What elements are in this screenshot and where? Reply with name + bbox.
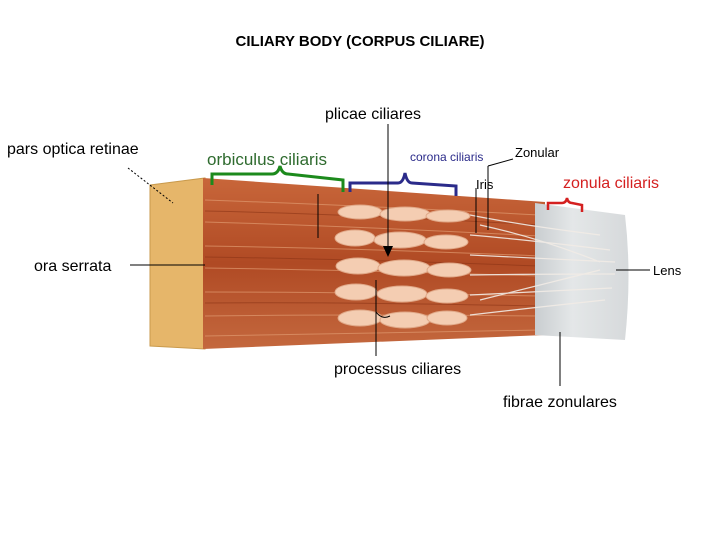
lens-region	[535, 203, 629, 340]
corona-bracket	[348, 172, 458, 196]
retina-region	[150, 178, 205, 349]
corona-ciliaris-label: corona ciliaris	[410, 150, 484, 164]
ciliary-processes	[334, 204, 472, 329]
zonular-label: Zonular	[515, 145, 560, 160]
processus-ciliares-label: processus ciliares	[334, 361, 462, 378]
zonula-bracket	[546, 197, 584, 212]
plicae-ciliares-label: plicae ciliares	[325, 106, 422, 123]
page-title: CILIARY BODY (CORPUS CILIARE)	[235, 33, 485, 50]
orbiculus-ciliaris-label: orbiculus ciliaris	[207, 150, 327, 169]
orbiculus-bracket	[210, 165, 345, 192]
pars-optica-retinae-label: pars optica retinae	[7, 141, 139, 158]
ora-serrata-label: ora serrata	[34, 258, 112, 275]
iris-label: Iris	[476, 177, 494, 192]
lens-label: Lens	[653, 263, 682, 278]
fibrae-zonulares-label: fibrae zonulares	[503, 394, 617, 411]
zonula-ciliaris-label: zonula ciliaris	[563, 175, 660, 192]
